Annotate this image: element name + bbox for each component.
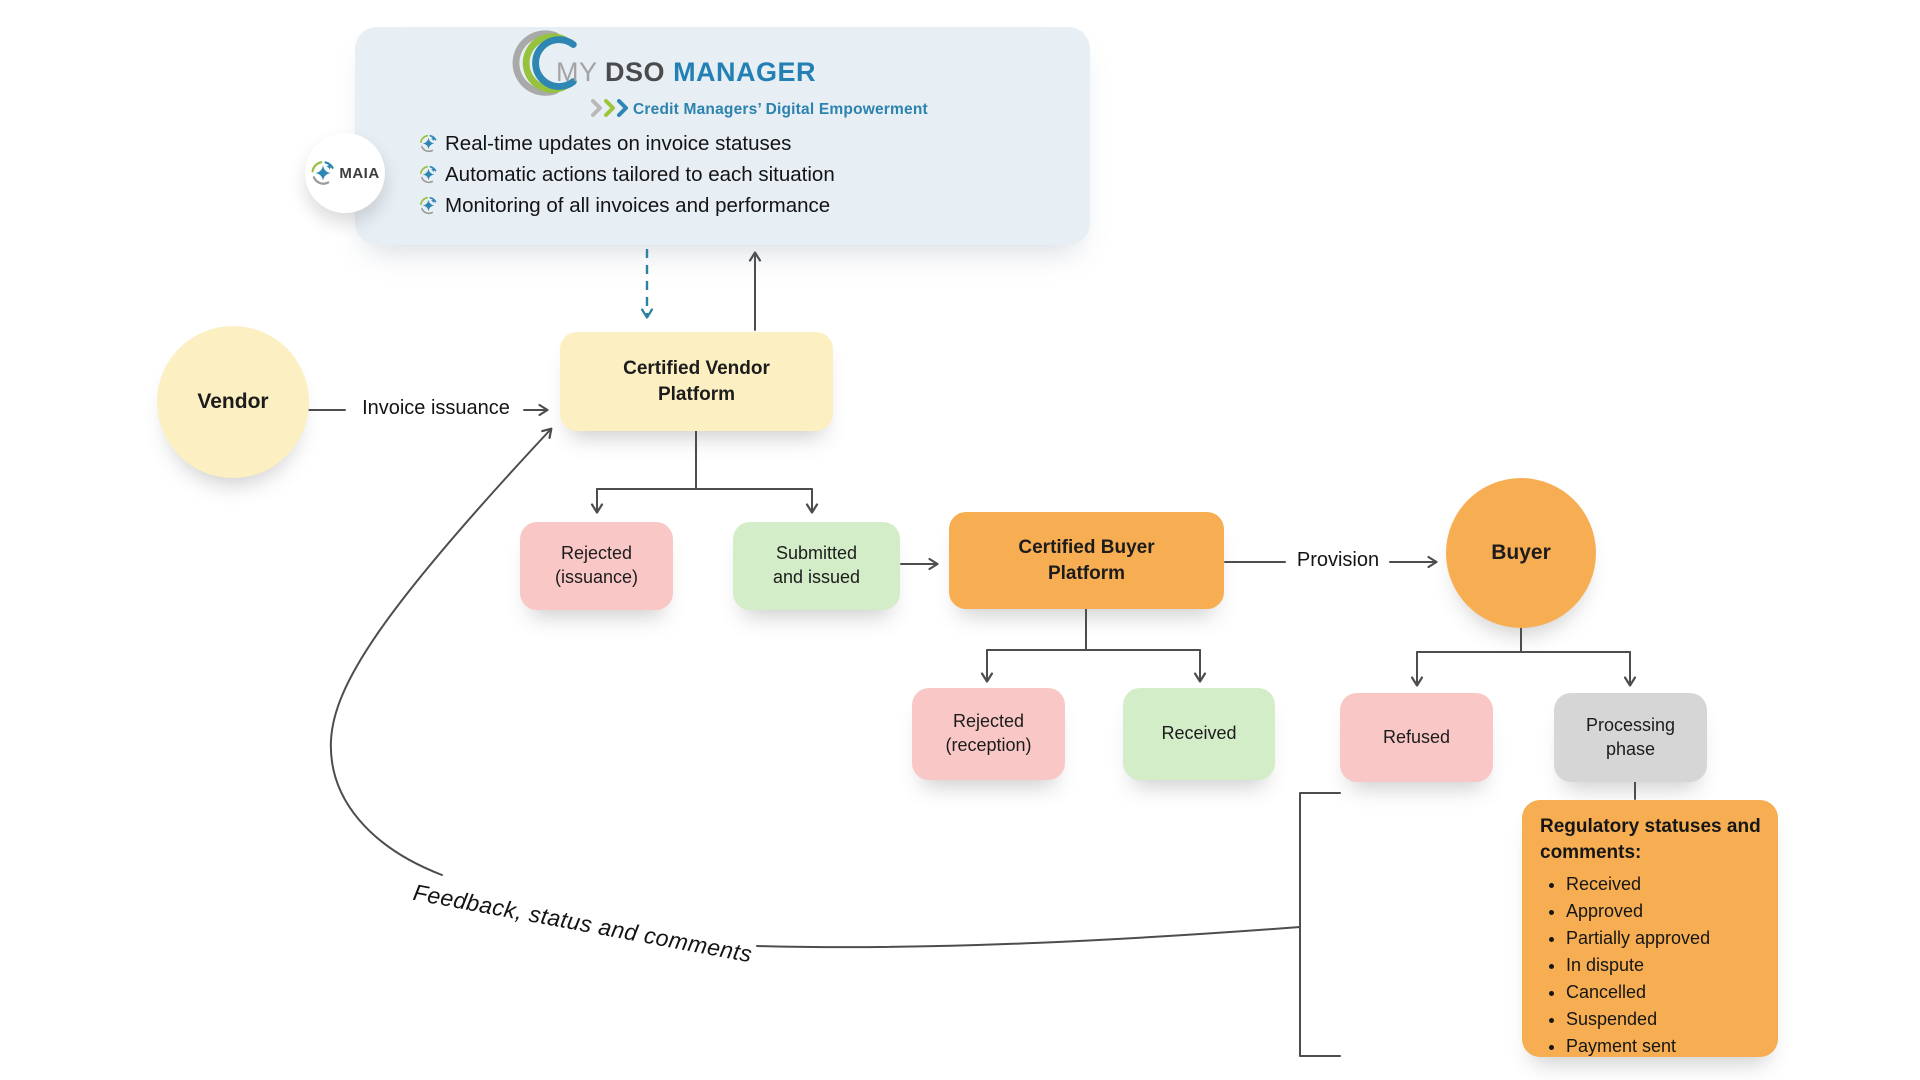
tree-buyer bbox=[1410, 625, 1637, 687]
feature-text: Real-time updates on invoice statuses bbox=[445, 131, 792, 155]
chevrons-icon bbox=[591, 99, 628, 117]
regulatory-item: Partially approved bbox=[1566, 925, 1764, 952]
node-refused: Refused bbox=[1340, 693, 1493, 782]
feature-text: Monitoring of all invoices and performan… bbox=[445, 193, 831, 217]
regulatory-item: Cancelled bbox=[1566, 979, 1764, 1006]
regulatory-box: Regulatory statuses and comments: Receiv… bbox=[1522, 800, 1778, 1057]
node-label: Refused bbox=[1382, 726, 1451, 747]
logo-manager: MANAGER bbox=[673, 57, 817, 87]
node-rejected-issuance: Rejected (issuance) bbox=[520, 522, 673, 610]
node-label: Rejected (reception) bbox=[945, 711, 1032, 755]
logo-my: MY bbox=[556, 57, 598, 87]
regulatory-item: Approved bbox=[1566, 898, 1764, 925]
feedback-bracket bbox=[1299, 792, 1341, 1057]
feature-item: Automatic actions tailored to each situa… bbox=[419, 159, 835, 190]
tree-vendor-platform bbox=[590, 430, 819, 514]
regulatory-item: Received bbox=[1566, 871, 1764, 898]
node-vendor: Vendor bbox=[157, 326, 309, 478]
node-certified-vendor-platform: Certified Vendor Platform bbox=[560, 332, 833, 431]
maia-sparkle-icon bbox=[311, 161, 334, 185]
regulatory-list: Received Approved Partially approved In … bbox=[1540, 871, 1764, 1060]
tree-buyer-platform bbox=[980, 608, 1207, 683]
node-submitted-and-issued: Submitted and issued bbox=[733, 522, 900, 610]
feature-item: Real-time updates on invoice statuses bbox=[419, 128, 835, 159]
mydso-panel bbox=[355, 27, 1090, 245]
sparkle-icon bbox=[420, 165, 437, 184]
node-processing-phase: Processing phase bbox=[1554, 693, 1707, 782]
maia-label: MAIA bbox=[339, 164, 380, 182]
feature-list: Real-time updates on invoice statuses Au… bbox=[419, 128, 835, 221]
maia-badge: MAIA bbox=[305, 133, 385, 213]
node-label: Vendor bbox=[197, 390, 269, 414]
node-rejected-reception: Rejected (reception) bbox=[912, 688, 1065, 780]
node-certified-buyer-platform: Certified Buyer Platform bbox=[949, 512, 1224, 609]
node-label: Certified Vendor Platform bbox=[623, 358, 770, 405]
node-buyer: Buyer bbox=[1446, 478, 1596, 628]
regulatory-title: Regulatory statuses and comments: bbox=[1540, 816, 1761, 863]
node-label: Certified Buyer Platform bbox=[1018, 537, 1155, 584]
mydso-logo-text: MY DSO MANAGER bbox=[556, 57, 816, 88]
sparkle-icon bbox=[420, 196, 437, 215]
node-label: Rejected (issuance) bbox=[554, 543, 639, 587]
mydso-logo-icon bbox=[512, 30, 577, 96]
node-label: Received bbox=[1161, 723, 1237, 744]
feature-text: Automatic actions tailored to each situa… bbox=[445, 162, 835, 186]
edge-feedback bbox=[329, 427, 1301, 949]
node-label: Buyer bbox=[1491, 541, 1551, 565]
logo-dso: DSO bbox=[605, 57, 666, 87]
regulatory-item: Payment sent bbox=[1566, 1033, 1764, 1060]
sparkle-icon bbox=[420, 134, 437, 153]
feature-item: Monitoring of all invoices and performan… bbox=[419, 190, 835, 221]
node-label: Submitted and issued bbox=[772, 543, 861, 587]
regulatory-item: In dispute bbox=[1566, 952, 1764, 979]
edge-panel-sync bbox=[640, 249, 762, 331]
edge-label-invoice-issuance: Invoice issuance bbox=[362, 397, 510, 419]
logo-tagline: Credit Managers’ Digital Empowerment bbox=[633, 101, 928, 118]
node-label: Processing phase bbox=[1585, 714, 1676, 759]
regulatory-item: Suspended bbox=[1566, 1006, 1764, 1033]
edge-label-provision: Provision bbox=[1296, 549, 1380, 571]
node-received: Received bbox=[1123, 688, 1275, 780]
